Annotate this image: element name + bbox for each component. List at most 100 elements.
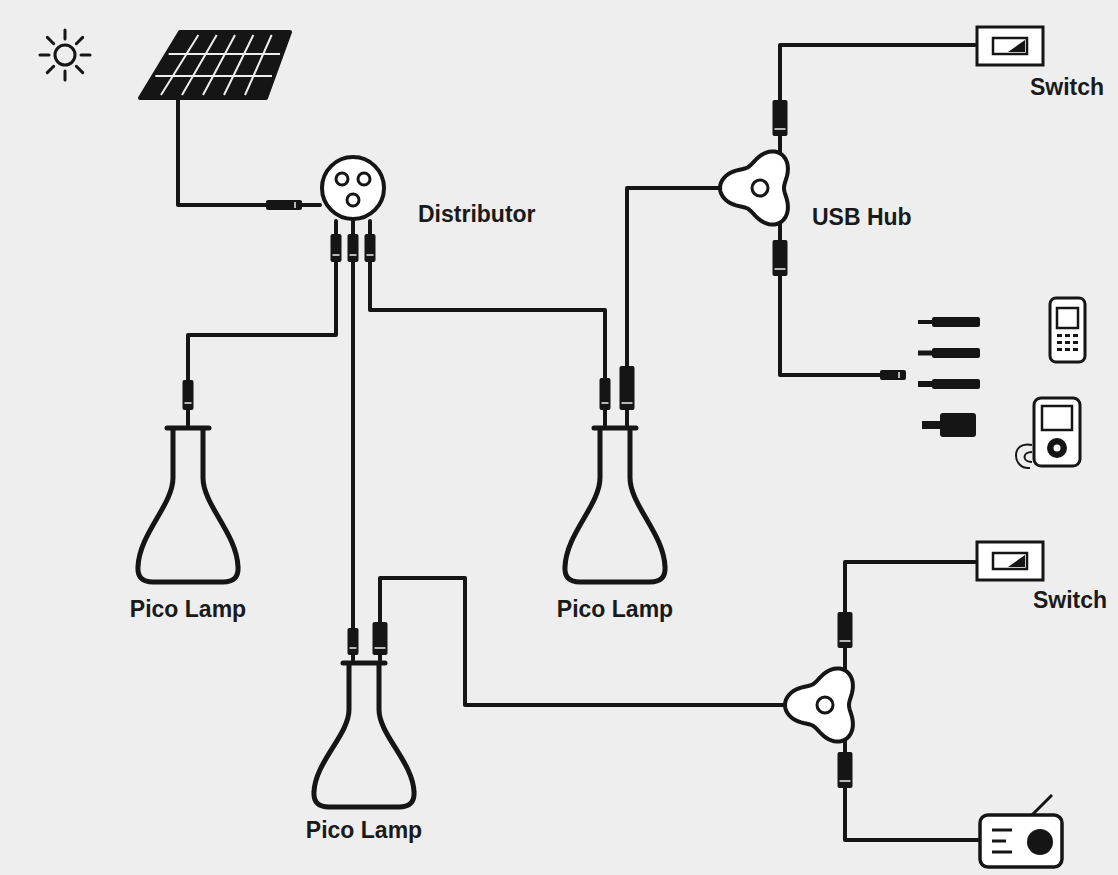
plug	[773, 240, 788, 276]
phone-screen	[1057, 308, 1078, 328]
cable	[845, 738, 980, 840]
adapter-body	[932, 379, 980, 389]
switch-box: Switch	[975, 540, 1045, 582]
plug-ring	[775, 128, 786, 130]
node-outline	[560, 425, 670, 585]
node-label: USB Hub	[812, 205, 912, 230]
switch-toggle	[1008, 555, 1025, 567]
adapter-pin	[918, 320, 934, 324]
node-outline	[975, 540, 1045, 582]
sun-ray	[64, 30, 67, 39]
plug-ring	[333, 254, 340, 256]
distributor-socket	[336, 173, 348, 185]
plug-ring	[840, 780, 851, 782]
plug	[348, 628, 359, 655]
node-outline	[720, 152, 786, 224]
switch-box: Switch	[975, 25, 1045, 67]
panel-cell-line	[161, 35, 198, 95]
plug	[373, 622, 388, 655]
sun-ray	[47, 37, 53, 43]
lamp-flask	[138, 428, 238, 582]
sun-ray	[47, 66, 53, 72]
distributor-socket	[347, 194, 359, 206]
adapter-pin	[918, 351, 934, 356]
sun-ray	[81, 54, 90, 57]
plug	[838, 612, 853, 648]
earphone-cord	[1016, 444, 1032, 468]
panel-cell-line	[182, 35, 217, 95]
phone-key	[1057, 348, 1062, 351]
node-outline	[975, 25, 1045, 67]
radio-dial	[992, 829, 1012, 832]
plug-ring	[375, 647, 386, 649]
node-label: Pico Lamp	[306, 818, 422, 843]
cable	[380, 578, 787, 705]
adapter-body	[940, 413, 976, 437]
radio-icon	[980, 795, 1062, 867]
mp3-body	[1034, 398, 1080, 466]
plug-ring	[898, 372, 900, 378]
lamp-shape: Pico Lamp	[133, 425, 243, 585]
plug	[773, 100, 788, 136]
node-outline	[320, 155, 386, 221]
mp3-button	[1054, 445, 1061, 452]
switch-slot	[993, 38, 1027, 54]
mp3-player-icon	[1016, 398, 1080, 468]
node-label: Distributor	[418, 202, 536, 227]
sun-disc	[55, 45, 75, 65]
plug-ring	[367, 254, 374, 256]
cable	[780, 224, 900, 375]
phone-icon	[1050, 298, 1085, 362]
sun-ray	[40, 54, 49, 57]
plug-ring	[294, 202, 296, 208]
cable	[370, 221, 605, 425]
panel-body	[140, 32, 290, 98]
cable	[627, 188, 720, 425]
plug-ring	[350, 254, 357, 256]
switch-toggle	[1008, 40, 1025, 52]
panel-cell-line	[203, 35, 235, 95]
cable	[351, 221, 355, 660]
plug-ring	[350, 647, 357, 649]
phone-key	[1065, 341, 1070, 344]
plug	[331, 234, 342, 262]
adapter-tips	[918, 317, 980, 437]
lamp-shape: Pico Lamp	[309, 660, 419, 810]
switch-slot	[993, 553, 1027, 569]
plug	[183, 380, 194, 410]
adapter-pin	[918, 381, 934, 387]
phone-key	[1065, 348, 1070, 351]
cable	[188, 221, 336, 425]
node-outline	[309, 660, 419, 810]
cable	[178, 98, 320, 205]
plug	[880, 370, 906, 380]
adapter-body	[932, 348, 980, 358]
adapter-body	[932, 317, 980, 327]
node-label: Switch	[1033, 588, 1107, 613]
sun-icon	[40, 30, 90, 80]
switch-frame	[977, 542, 1043, 580]
hub-shape	[785, 668, 853, 741]
panel-cell-line	[155, 75, 272, 77]
node-label: Pico Lamp	[130, 597, 246, 622]
plug	[348, 234, 359, 262]
plug-ring	[840, 640, 851, 642]
cable	[780, 45, 975, 152]
plug	[266, 200, 302, 210]
hub-hole	[817, 697, 833, 713]
phone-key	[1057, 334, 1062, 337]
radio-speaker	[1027, 829, 1053, 855]
plug-ring	[622, 402, 633, 404]
sun-ray	[76, 66, 82, 72]
hub-hole	[752, 180, 768, 196]
node-label: Switch	[1030, 75, 1104, 100]
panel-cell-line	[169, 53, 280, 55]
plug-ring	[775, 268, 786, 270]
sun-ray	[64, 71, 67, 80]
distributor-body	[322, 157, 384, 219]
plug-ring	[602, 402, 609, 404]
